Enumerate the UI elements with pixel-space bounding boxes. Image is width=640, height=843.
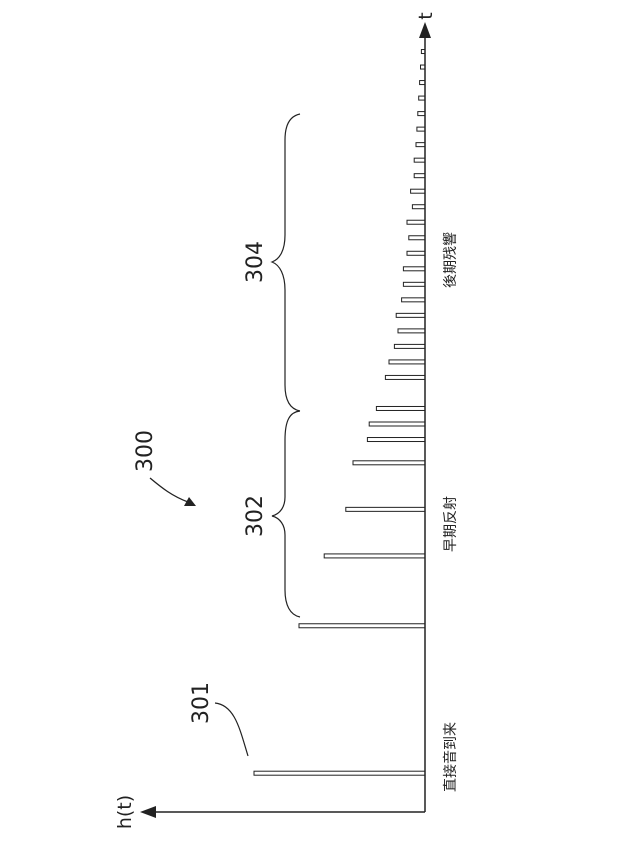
late-reverberation-bar [414, 174, 425, 178]
direct-sound-ref-number: 301 [189, 682, 214, 724]
early-reflection-bar [369, 422, 425, 426]
late-reverberation-bar [389, 360, 425, 364]
late-reverberation-bar [407, 251, 425, 255]
late-reverberation-label: 後期残響 [442, 232, 459, 288]
late-reverberation-bar [398, 329, 425, 333]
early-reflections-brace [272, 411, 300, 617]
direct-sound-label: 直接音到来 [442, 722, 459, 792]
late-reverberation-bar [409, 236, 425, 240]
early-reflections-label: 早期反射 [443, 496, 459, 552]
early-reflection-bar [376, 406, 425, 410]
early-reflection-bar [367, 438, 425, 442]
early-reflection-bar [324, 554, 425, 558]
late-reverberation-bar [411, 189, 425, 193]
late-reverberation-bar [403, 282, 425, 286]
early-reflection-bar [346, 507, 425, 511]
time-axis-arrow [419, 22, 431, 38]
early-reflection-bar [353, 461, 425, 465]
late-reverberation-bar [414, 158, 425, 162]
early-reflections-ref-number: 302 [243, 495, 268, 537]
late-reverberation-bar [394, 344, 425, 348]
early-reflection-bar [299, 624, 425, 628]
figure-ref-number: 300 [133, 430, 158, 472]
late-reverberation-bar [396, 313, 425, 317]
late-reverberation-bar [417, 127, 425, 131]
late-reverberation-bar [407, 220, 425, 224]
figure-ref-leader [150, 478, 188, 502]
late-reverberation-bar [419, 96, 425, 100]
direct-sound-bar [254, 771, 425, 775]
amplitude-axis-label: h(t) [114, 795, 136, 829]
time-axis-label: t [415, 12, 437, 19]
late-reverberation-ref-number: 304 [243, 241, 268, 283]
late-reverberation-bar [418, 112, 425, 116]
direct-sound-leader [215, 703, 248, 756]
amplitude-axis-arrow [140, 806, 156, 818]
impulse-bars [254, 50, 425, 776]
late-reverberation-bar [402, 298, 425, 302]
late-reverberation-bar [420, 81, 425, 85]
late-reverberation-bar [416, 143, 425, 147]
late-reverberation-bar [385, 375, 425, 379]
late-reverberation-bar [403, 267, 425, 271]
late-reverberation-brace [272, 114, 300, 411]
late-reverberation-bar [412, 205, 425, 209]
